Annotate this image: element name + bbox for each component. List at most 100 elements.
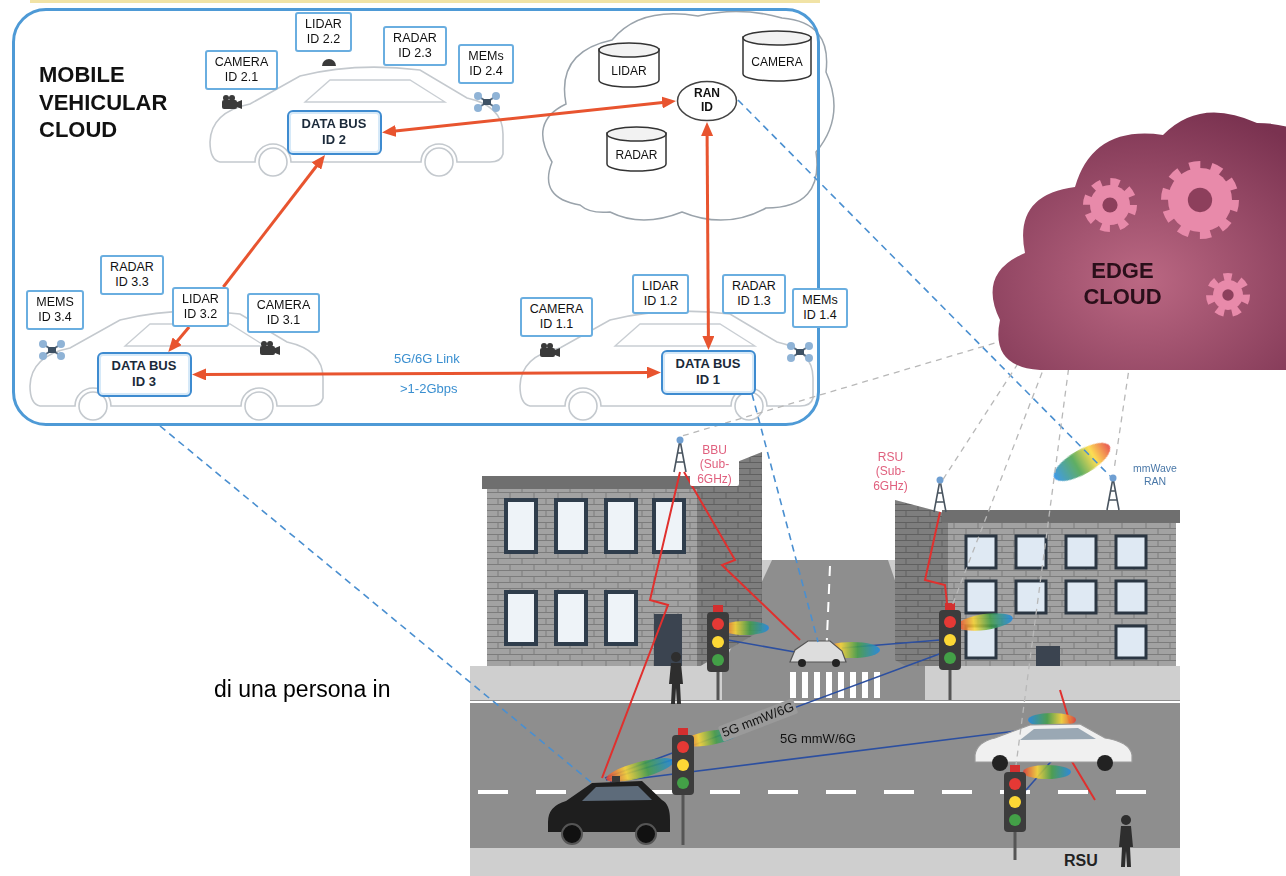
gear-teeth — [1210, 277, 1246, 313]
street-scene-part — [562, 824, 582, 844]
street-scene-part-part — [802, 672, 808, 698]
cylinder-top — [607, 127, 666, 141]
sensor-box: CAMERA ID 2.1 — [205, 50, 278, 90]
street-scene-part-part — [606, 500, 636, 552]
data-bus-box: DATA BUS ID 2 — [287, 110, 382, 155]
sensor-box: MEMS ID 3.4 — [26, 290, 84, 330]
sensor-box-text: MEMs ID 2.4 — [465, 49, 507, 79]
data-bus-box-text: DATA BUS ID 1 — [669, 356, 747, 387]
sensor-box: LIDAR ID 2.2 — [295, 12, 352, 52]
street-scene-part-part — [1048, 436, 1115, 489]
cloud-shape — [993, 112, 1286, 370]
street-scene-part — [582, 786, 652, 801]
sensor-box-text: LIDAR ID 1.2 — [639, 279, 682, 309]
sensor-box: LIDAR ID 1.2 — [632, 274, 689, 314]
link-label: 5G mmW/6G — [778, 731, 858, 747]
street-scene-part-part — [1119, 815, 1133, 867]
roadside-unit-label-holder: RSU — [1062, 851, 1100, 870]
street-scene-part-part — [966, 581, 996, 613]
street-scene-part-part — [1016, 581, 1046, 613]
sensor-box: LIDAR ID 3.2 — [172, 287, 229, 327]
sensor-box: RADAR ID 1.3 — [722, 274, 786, 314]
database-cylinder-text: RADAR — [614, 148, 659, 162]
cylinder-top — [599, 43, 659, 57]
street-scene-part — [948, 522, 1176, 690]
cloud-region-text: MOBILE VEHICULAR CLOUD — [39, 61, 172, 144]
top-rule — [30, 0, 820, 3]
dashed-link-part — [160, 426, 592, 783]
sensor-box: CAMERA ID 3.1 — [247, 293, 320, 333]
street-scene-part — [942, 510, 1180, 523]
link-arrow — [707, 133, 708, 339]
street-scene-part-part — [684, 472, 800, 640]
street-scene-part — [674, 437, 686, 473]
street-scene-part — [790, 641, 846, 662]
edge-cloud-outline — [985, 95, 1286, 380]
sensor-box-text: LIDAR ID 3.2 — [179, 292, 222, 322]
sensor-icon-part — [540, 343, 560, 357]
data-bus-box-text: DATA BUS ID 3 — [105, 358, 183, 389]
street-scene-part-part — [925, 512, 948, 612]
street-scene-part-part — [654, 500, 684, 552]
dashed-link-part — [940, 345, 1030, 484]
station-label-holder: BBU (Sub-6GHz) — [690, 443, 739, 486]
street-scene-part-part — [966, 626, 996, 658]
antenna-label-holder: mmWave RAN — [1126, 462, 1184, 487]
car-outline — [30, 67, 813, 420]
street-scene-part — [548, 781, 670, 832]
database-cylinder-text: CAMERA — [750, 55, 804, 69]
edge-label-holder: 5G/6G Link — [392, 351, 462, 367]
sensor-icon-part — [260, 341, 280, 355]
street-scene-part-part — [1066, 536, 1096, 568]
street-scene-part-part — [838, 672, 844, 698]
street-scene-part-part — [1023, 765, 1071, 779]
link-rate: >1-2Gbps — [398, 381, 459, 397]
edge-cloud: EDGE CLOUD — [985, 95, 1286, 380]
link-arrow — [223, 164, 318, 287]
data-bus-box: DATA BUS ID 3 — [97, 352, 192, 397]
slide-text: di una persona in — [212, 676, 392, 704]
street-scene-part-part — [717, 672, 720, 700]
street-scene-part — [939, 603, 961, 670]
dashed-link-part — [1114, 362, 1130, 470]
data-bus-box-text: DATA BUS ID 2 — [295, 116, 373, 147]
data-cloud-part — [543, 11, 834, 220]
gear-teeth — [1087, 182, 1133, 228]
street-scene-part — [612, 776, 620, 782]
street-scene-part — [1004, 765, 1026, 832]
data-cloud — [543, 11, 834, 220]
street-scene-part — [832, 659, 840, 667]
street-scene-part-part — [556, 592, 586, 644]
gear-hole — [1102, 197, 1117, 212]
street-scene-part-part — [669, 652, 683, 704]
slide-text-holder: di una persona in — [212, 676, 392, 704]
sensor-box: MEMs ID 2.4 — [458, 44, 514, 84]
sensor-box-text: CAMERA ID 2.1 — [212, 55, 271, 85]
sensor-box-text: LIDAR ID 2.2 — [302, 17, 345, 47]
link-arrow — [203, 373, 650, 375]
street-scene-part-part — [606, 592, 636, 644]
database-cylinder: LIDAR — [598, 42, 660, 88]
street-scene-part-part — [682, 795, 685, 845]
street-scene-part-part — [728, 640, 795, 652]
sensor-icon — [39, 59, 813, 362]
street-scene-part-part — [1066, 581, 1096, 613]
street-scene-part — [672, 728, 694, 795]
street-scene-part-part — [790, 672, 796, 698]
street-scene-part-part — [956, 610, 1014, 634]
roadside-unit-label: RSU — [1062, 851, 1100, 870]
sensor-box-text: MEMs ID 1.4 — [799, 293, 841, 323]
gear-body — [1090, 185, 1130, 225]
edge-label: 5G/6G Link — [392, 351, 462, 367]
dashed-link-part — [952, 352, 1050, 606]
station-label: BBU (Sub-6GHz) — [690, 443, 739, 486]
street-scene-part — [482, 476, 700, 489]
sensor-box-text: MEMS ID 3.4 — [33, 295, 77, 325]
sensor-box-text: CAMERA ID 1.1 — [527, 302, 586, 332]
database-cylinder: CAMERA — [742, 30, 812, 82]
street-scene-part — [669, 652, 1133, 867]
street-scene-part-part — [966, 536, 996, 568]
street-scene-part — [636, 824, 656, 844]
street-scene-part — [470, 848, 1180, 876]
gear-body — [1213, 280, 1243, 310]
